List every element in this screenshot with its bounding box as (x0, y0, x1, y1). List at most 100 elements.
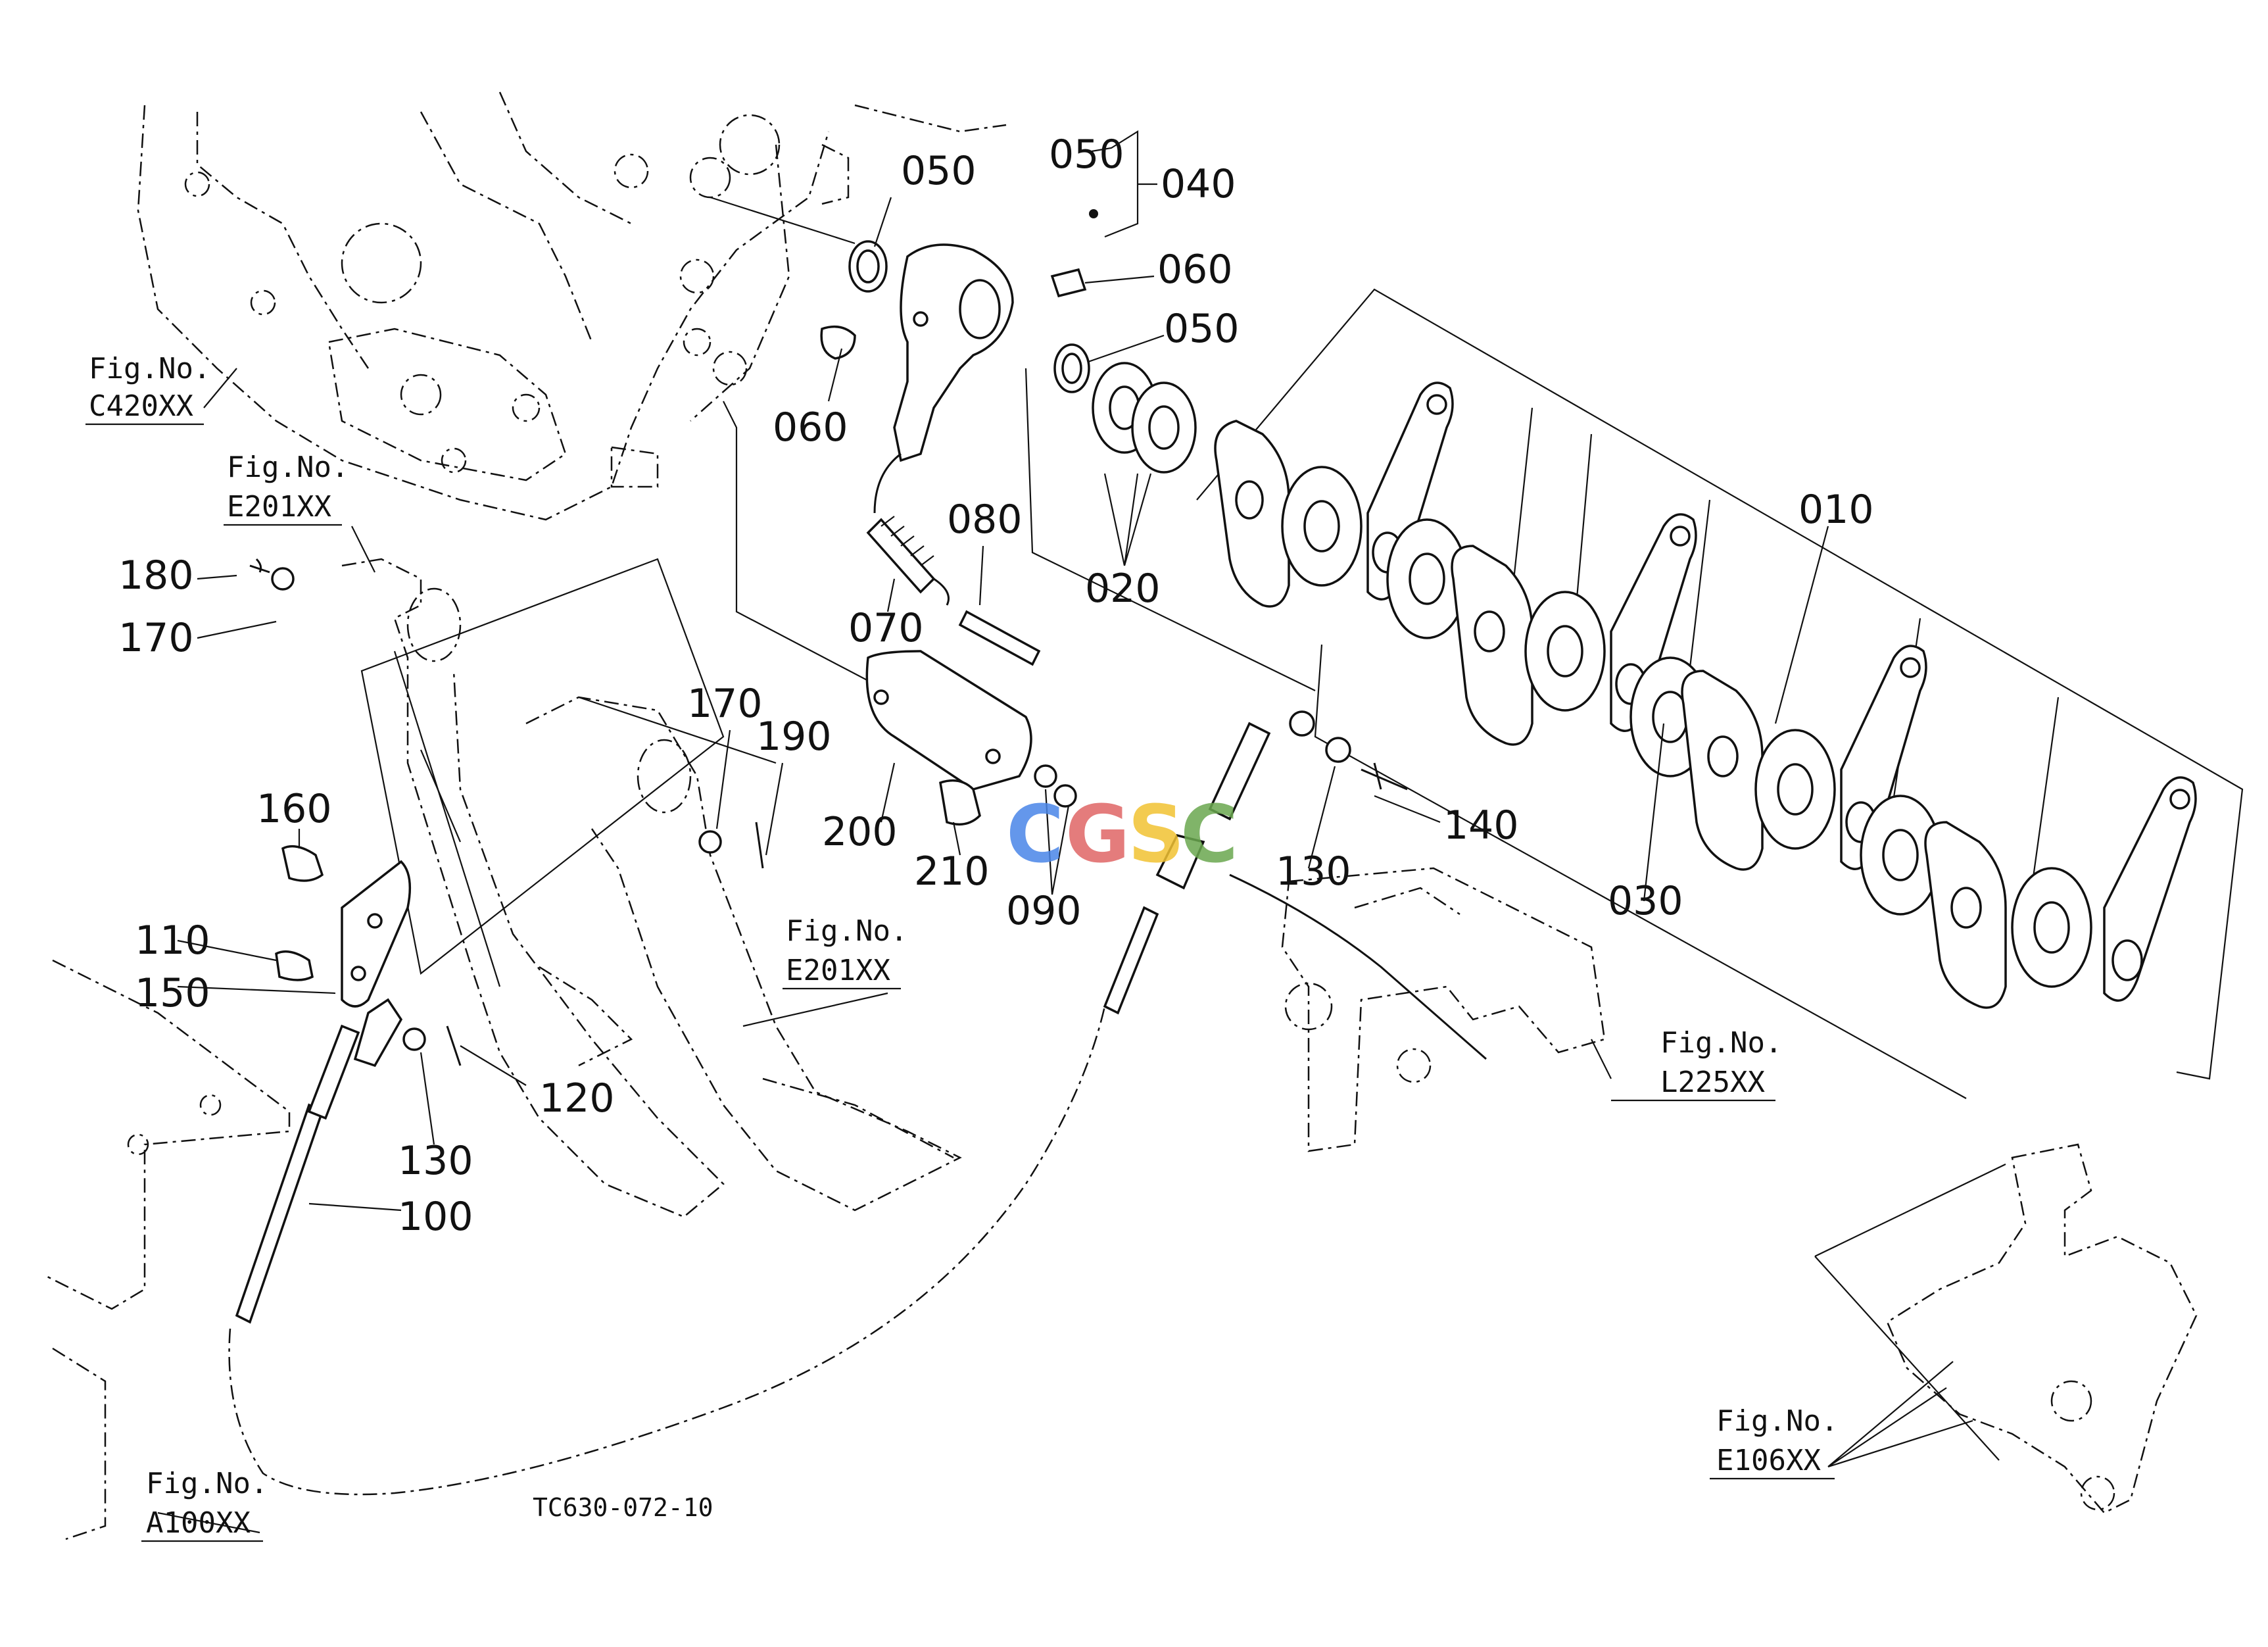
label-010: 010 (1798, 487, 1874, 533)
label-160: 160 (256, 786, 332, 832)
friction-disc-5 (1754, 729, 1836, 850)
watermark-logo: C G S C (1006, 789, 1238, 881)
label-170-a: 170 (118, 615, 194, 661)
label-050-c: 050 (1164, 306, 1240, 352)
bolt-060-right (1050, 268, 1087, 298)
fig-ref-e201-bottom: Fig.No. E201XX (783, 914, 907, 990)
disc-pack-010-030 (1196, 288, 2244, 1099)
figure-references: Fig.No. C420XX Fig.No. E201XX Fig.No. E2… (85, 352, 1838, 1542)
tabbed-plate-6 (1840, 645, 1927, 870)
bolt-210 (939, 779, 981, 826)
washer-020-b (1131, 381, 1197, 474)
label-020: 020 (1085, 566, 1161, 612)
assembly-e106 (1814, 1143, 2198, 1514)
label-150: 150 (135, 970, 210, 1016)
label-140: 140 (1443, 802, 1519, 848)
label-180: 180 (118, 553, 194, 599)
svg-text:Fig.No.: Fig.No. (1716, 1404, 1838, 1438)
frame-a100 (45, 959, 291, 1540)
label-120: 120 (539, 1075, 615, 1121)
pedal-assembly (341, 558, 962, 1218)
label-040: 040 (1161, 161, 1236, 207)
svg-text:Fig.No.: Fig.No. (227, 451, 349, 484)
bolt-060-left (820, 325, 856, 360)
label-170-b: 170 (687, 681, 763, 727)
label-060-b: 060 (773, 405, 848, 451)
fig-ref-a100: Fig.No. A100XX (141, 1467, 268, 1542)
svg-text:Fig.No.: Fig.No. (89, 352, 210, 385)
tabbed-plate-8 (2103, 776, 2197, 1002)
friction-disc-1 (1281, 466, 1363, 587)
cable-threaded-end-upper (1103, 906, 1159, 1015)
washer-170-upper (271, 567, 295, 591)
fig-ref-l225: Fig.No. L225XX (1611, 1026, 1782, 1102)
fig-ref-c420: Fig.No. C420XX (85, 352, 210, 426)
tabbed-plate-5 (1681, 670, 1764, 871)
spring-and-bracket (865, 453, 1077, 826)
svg-text:E201XX: E201XX (786, 954, 890, 987)
label-100: 100 (398, 1194, 473, 1240)
pin-110 (275, 950, 314, 981)
svg-text:C420XX: C420XX (89, 389, 193, 423)
adjuster-080 (958, 610, 1041, 666)
label-070: 070 (848, 605, 924, 651)
tabbed-plate-4 (1610, 513, 1697, 732)
label-060-a: 060 (1157, 247, 1233, 293)
upper-shaft-assembly (710, 196, 1316, 691)
bracket-l225 (1281, 867, 1606, 1152)
svg-text:L225XX: L225XX (1660, 1066, 1765, 1099)
friction-disc-3 (1524, 591, 1606, 712)
leader-lines (157, 130, 1973, 1534)
watermark-letter-g: G (1065, 789, 1130, 881)
svg-text:Fig.No.: Fig.No. (786, 914, 907, 948)
drawing-code: TC630-072-10 (533, 1493, 713, 1522)
svg-text:E106XX: E106XX (1716, 1444, 1821, 1477)
label-090: 090 (1006, 888, 1082, 934)
label-190: 190 (756, 714, 832, 760)
washer-130-lower (402, 1027, 426, 1051)
lever-arm (893, 243, 1014, 462)
clevis-eye (1289, 710, 1315, 737)
svg-text:A100XX: A100XX (146, 1506, 251, 1540)
boot-130 (1208, 722, 1271, 821)
nut-090-a (1034, 764, 1057, 788)
watermark-letter-c: C (1006, 789, 1064, 881)
svg-text:Fig.No.: Fig.No. (1660, 1026, 1782, 1060)
part-labels: 050 050 040 060 050 060 010 080 020 070 … (118, 132, 1874, 1240)
friction-disc-7 (2011, 867, 2092, 988)
lever-150 (341, 860, 412, 1008)
washer-170-lower (698, 830, 722, 854)
watermark-letter-c2: C (1180, 789, 1238, 881)
label-210: 210 (914, 848, 990, 895)
washer-130-upper (1325, 737, 1351, 763)
tabbed-plate-7 (1924, 821, 2007, 1009)
fig-ref-e106: Fig.No. E106XX (1710, 1404, 1838, 1480)
label-200: 200 (822, 809, 898, 855)
nut-090-b (1053, 784, 1077, 808)
label-110: 110 (135, 918, 210, 964)
lower-lever-150 (249, 558, 764, 1068)
pin-160 (281, 845, 324, 882)
bracket-200 (865, 650, 1032, 791)
svg-text:Fig.No.: Fig.No. (146, 1467, 268, 1500)
bushing-050-lower (1053, 343, 1090, 393)
tabbed-plate-1 (1214, 420, 1290, 608)
label-050-a: 050 (901, 148, 977, 194)
cable-threaded-end-lower (235, 1103, 324, 1324)
label-130-a: 130 (1276, 848, 1351, 895)
spring-070 (866, 518, 936, 594)
label-130-b: 130 (398, 1138, 473, 1184)
cable-100 (228, 710, 1487, 1496)
clevis-lower (353, 998, 403, 1068)
fig-ref-e201-top: Fig.No. E201XX (224, 451, 349, 526)
svg-text:E201XX: E201XX (227, 490, 331, 524)
label-080: 080 (947, 497, 1023, 543)
watermark-letter-s: S (1128, 789, 1184, 881)
tabbed-plate-3 (1451, 545, 1533, 746)
label-050-b: 050 (1049, 132, 1124, 178)
tabbed-plate-2 (1366, 381, 1454, 601)
bushing-050 (848, 240, 888, 293)
label-030: 030 (1608, 878, 1683, 924)
